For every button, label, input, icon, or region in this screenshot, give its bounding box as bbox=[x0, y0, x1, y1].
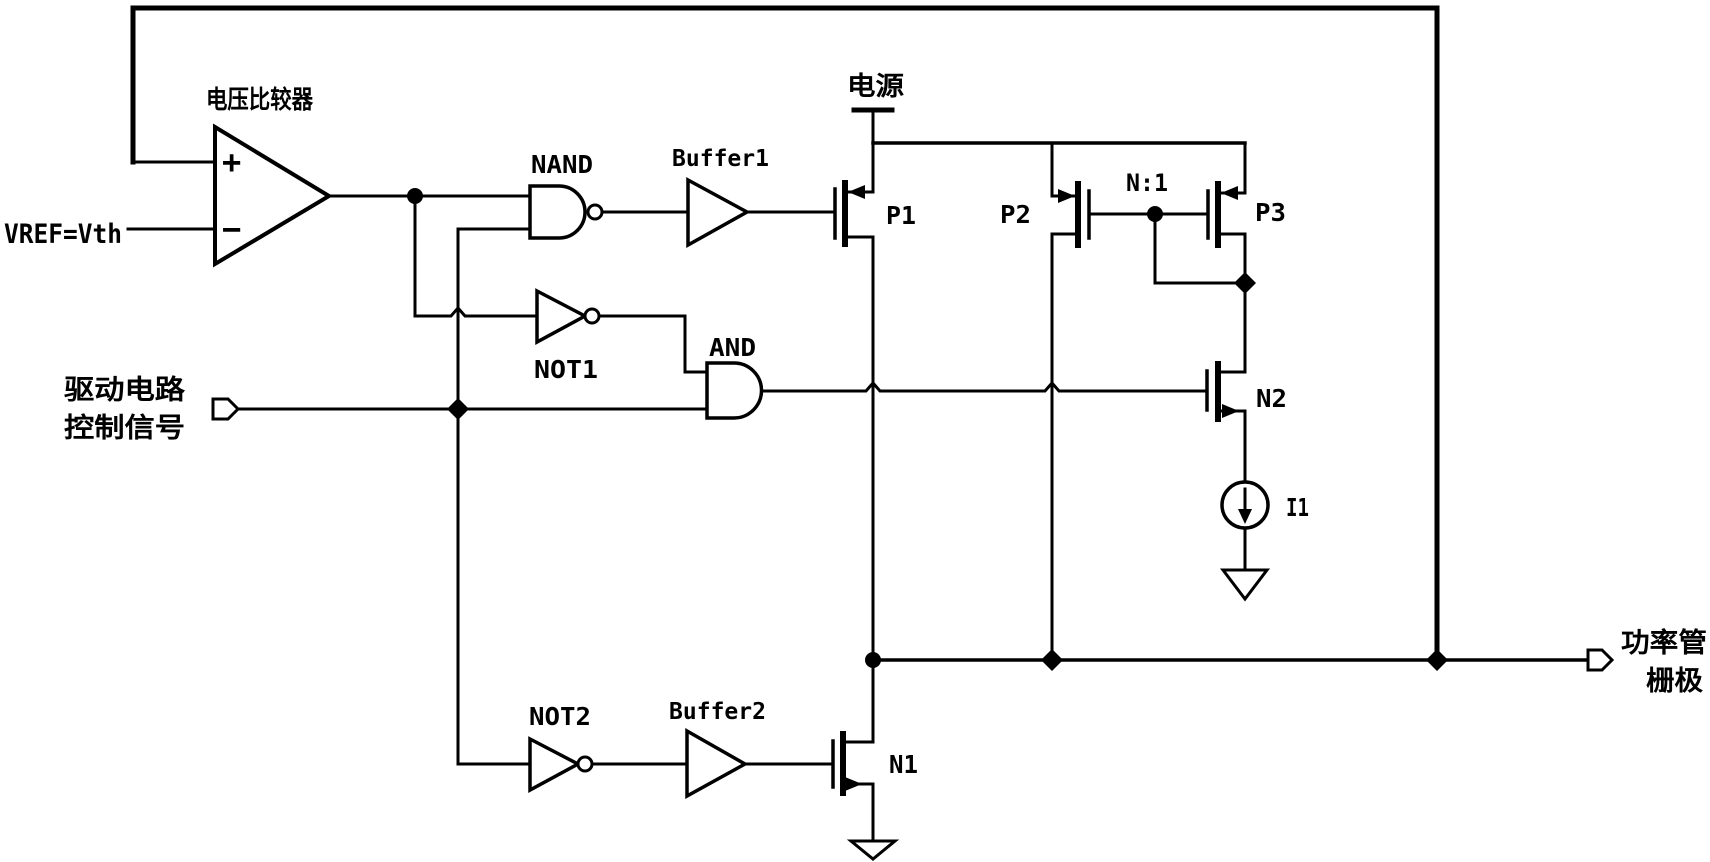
transistor-n2: N2 bbox=[1205, 361, 1287, 484]
i1-label: I1 bbox=[1286, 493, 1309, 522]
control-input-label-line2: 控制信号 bbox=[64, 413, 185, 444]
p3-label: P3 bbox=[1255, 198, 1286, 227]
transistor-p1: P1 bbox=[833, 180, 916, 662]
junction-diamond-p2-drain bbox=[1041, 649, 1063, 671]
and-gate: AND bbox=[705, 333, 764, 420]
buffer1-triangle bbox=[686, 177, 751, 248]
buffer1: Buffer1 bbox=[672, 146, 769, 248]
not1-bubble bbox=[583, 307, 601, 325]
current-source-i1: I1 bbox=[1219, 480, 1309, 602]
and-label: AND bbox=[709, 333, 756, 362]
p1-source-arrow bbox=[848, 185, 865, 199]
n1-source-arrow bbox=[845, 777, 862, 791]
not2-label: NOT2 bbox=[529, 702, 591, 731]
buffer2-triangle bbox=[685, 727, 749, 799]
p3-source-arrow bbox=[1221, 186, 1238, 200]
mirror-diode-link-wire bbox=[1153, 212, 1247, 285]
transistor-n1: N1 bbox=[831, 658, 918, 861]
buffer2-label: Buffer2 bbox=[669, 699, 766, 725]
transistor-p2: P2 bbox=[1000, 141, 1210, 662]
n2-label: N2 bbox=[1256, 384, 1287, 413]
junction-diamond-control bbox=[447, 398, 469, 420]
nand-bubble bbox=[586, 203, 604, 221]
not2-triangle bbox=[528, 736, 582, 793]
not1-triangle bbox=[535, 288, 589, 345]
n1-ground-symbol bbox=[846, 839, 900, 861]
output-label-line1: 功率管 bbox=[1621, 627, 1707, 659]
comparator-triangle bbox=[213, 123, 333, 268]
not1-input-wire-with-hop bbox=[413, 305, 539, 318]
comparator-plus-sign: + bbox=[222, 143, 241, 181]
i1-ground-symbol bbox=[1219, 568, 1271, 602]
and-body bbox=[705, 361, 764, 420]
i1-arrow-head bbox=[1238, 509, 1252, 524]
control-input-label-line1: 驱动电路 bbox=[64, 374, 186, 406]
not1-inverter: NOT1 bbox=[534, 288, 601, 384]
nand-body bbox=[528, 184, 587, 240]
buffer2: Buffer2 bbox=[669, 699, 766, 799]
control-signal-vertical-wire bbox=[456, 227, 532, 766]
buffer1-label: Buffer1 bbox=[672, 146, 769, 172]
not2-bubble bbox=[576, 755, 594, 773]
not1-to-and-wire bbox=[597, 314, 709, 374]
p2-source-arrow bbox=[1058, 189, 1075, 203]
mirror-ratio-label: N:1 bbox=[1126, 169, 1168, 197]
p2-label: P2 bbox=[1000, 200, 1031, 229]
feedback-loop-wire bbox=[130, 5, 1440, 663]
not2-inverter: NOT2 bbox=[528, 702, 594, 793]
n1-label: N1 bbox=[889, 750, 918, 779]
not1-label: NOT1 bbox=[534, 355, 598, 384]
voltage-comparator: + − 电压比较器 bbox=[206, 85, 333, 268]
control-input-terminal bbox=[211, 397, 241, 421]
n2-source-arrow bbox=[1222, 404, 1239, 418]
junction-diamond-feedback bbox=[1426, 649, 1448, 671]
transistor-p3: P3 bbox=[1206, 141, 1286, 374]
junction-dot-n1-drain bbox=[865, 652, 881, 668]
power-supply: 电源 bbox=[847, 72, 1247, 194]
nand-label: NAND bbox=[531, 150, 593, 179]
comparator-minus-sign: − bbox=[222, 210, 241, 248]
p1-label: P1 bbox=[886, 201, 916, 230]
output-terminal bbox=[1586, 648, 1615, 672]
and-to-n2-gate-wire bbox=[760, 380, 1209, 393]
comparator-label: 电压比较器 bbox=[206, 85, 314, 114]
nand-gate: NAND bbox=[528, 150, 604, 240]
vref-label: VREF=Vth bbox=[4, 219, 122, 250]
output-label-line2: 栅极 bbox=[1646, 666, 1703, 697]
supply-label: 电源 bbox=[847, 72, 904, 102]
